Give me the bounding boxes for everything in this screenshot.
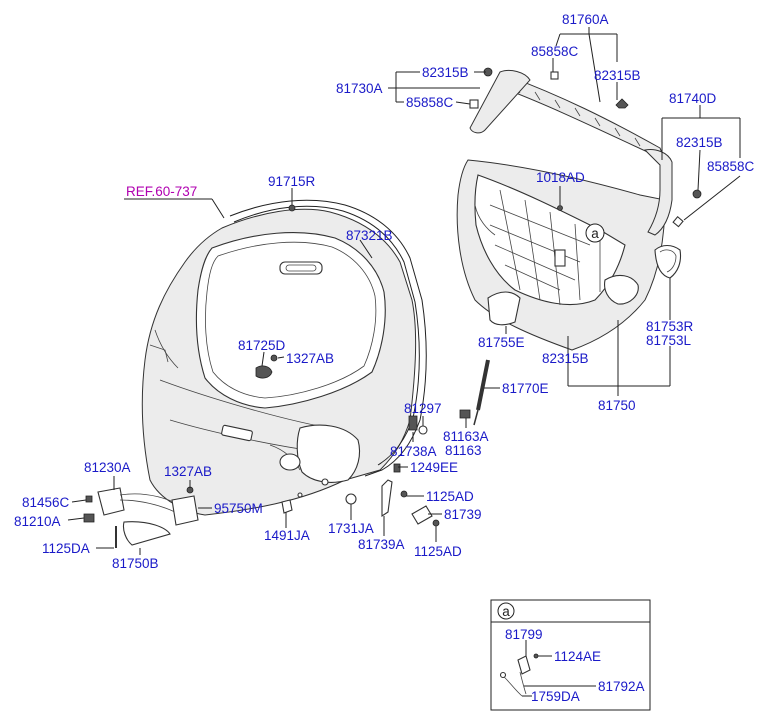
label-1018AD: 1018AD: [536, 170, 585, 185]
label-82315B-left: 82315B: [422, 65, 469, 80]
label-95750M: 95750M: [214, 501, 263, 516]
label-81163A: 81163A: [443, 429, 489, 444]
label-1327AB-left: 1327AB: [164, 464, 212, 479]
lamp-81753R: [654, 244, 682, 279]
latch-assembly: [83, 486, 199, 548]
label-87321B: 87321B: [346, 228, 393, 243]
inset-letter: a: [502, 604, 510, 619]
label-1125AD-top: 1125AD: [426, 489, 474, 504]
side-trim-81730A: [469, 69, 531, 134]
label-81740D: 81740D: [669, 91, 717, 106]
label-81725D: 81725D: [238, 338, 286, 353]
label-81760A: 81760A: [562, 12, 609, 27]
part-labels: REF.60-737 81760A 85858C 82315B 81730A 8…: [14, 12, 755, 571]
label-1125DA: 1125DA: [42, 541, 90, 556]
label-81163: 81163: [445, 443, 482, 458]
label-81799: 81799: [505, 627, 543, 642]
side-trim-81740D: [643, 149, 673, 236]
upper-trim-81760A: [504, 74, 666, 161]
label-81739: 81739: [444, 507, 482, 522]
tailgate-panel: [141, 208, 417, 516]
label-85858C-top: 85858C: [531, 44, 579, 59]
label-81750B: 81750B: [112, 556, 159, 571]
callout-a-letter: a: [591, 226, 599, 241]
label-82315B-top: 82315B: [594, 68, 641, 83]
label-81755E: 81755E: [478, 335, 525, 350]
label-81753R: 81753R: [646, 319, 694, 334]
label-81750: 81750: [598, 398, 636, 413]
label-1491JA: 1491JA: [264, 528, 310, 543]
label-85858C-left: 85858C: [406, 95, 454, 110]
label-1759DA: 1759DA: [531, 689, 580, 704]
label-81230A: 81230A: [84, 460, 131, 475]
label-81730A: 81730A: [336, 81, 383, 96]
label-81456C: 81456C: [22, 495, 70, 510]
leader-lines: [67, 27, 741, 555]
label-82315B-bottom: 82315B: [542, 351, 589, 366]
gas-strut-81770E: [476, 359, 490, 411]
label-81792A: 81792A: [598, 679, 645, 694]
label-82315B-right: 82315B: [676, 135, 723, 150]
label-81297: 81297: [404, 401, 442, 416]
label-1327AB-mid: 1327AB: [286, 351, 334, 366]
label-81210A: 81210A: [14, 514, 61, 529]
cover-81755E: [487, 291, 521, 326]
label-ref: REF.60-737: [126, 184, 197, 199]
label-1249EE: 1249EE: [410, 460, 458, 475]
label-81753L: 81753L: [646, 333, 692, 348]
label-1731JA: 1731JA: [328, 521, 374, 536]
label-81739A: 81739A: [358, 537, 405, 552]
label-81770E: 81770E: [502, 381, 549, 396]
label-1124AE: 1124AE: [554, 649, 601, 664]
label-91715R: 91715R: [268, 174, 316, 189]
detail-inset-a: a 81799 1124AE 1759DA 81792A: [490, 599, 651, 711]
label-81738A: 81738A: [390, 444, 437, 459]
weatherstrip-seal: [229, 199, 427, 477]
trim-panel: [456, 159, 666, 351]
callout-a-marker: a: [585, 223, 605, 243]
label-1125AD-bottom: 1125AD: [414, 544, 462, 559]
label-85858C-right: 85858C: [707, 159, 755, 174]
